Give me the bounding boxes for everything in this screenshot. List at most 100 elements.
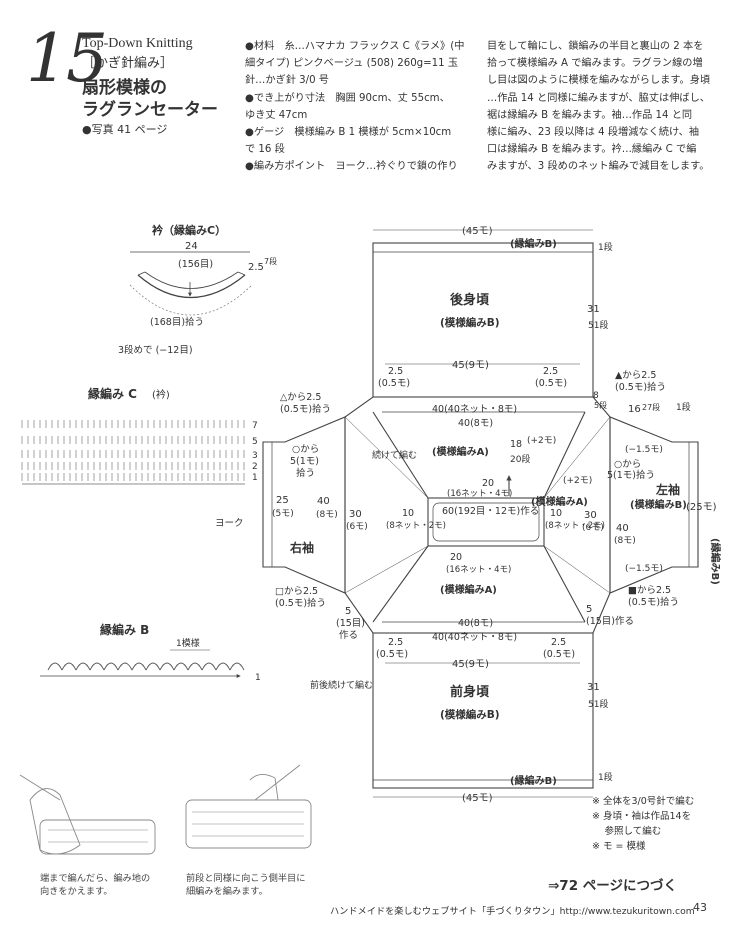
- title-english: Top-Down Knitting: [82, 36, 193, 51]
- left-sleeve-bottom-pick: ■から2.5: [628, 585, 671, 596]
- spec-line: 目をして輪にし、鎖編みの半目と裏山の 2 本を: [487, 41, 704, 52]
- front-bottom-width: (45モ): [462, 793, 493, 804]
- back-lower-width: 45(9モ): [452, 360, 489, 371]
- edging-b-chart: 縁編み B 1模様 1: [40, 622, 261, 683]
- footer-website[interactable]: ハンドメイドを楽しむウェブサイト「手づくりタウン」http://www.tezu…: [330, 906, 695, 917]
- collar-pickup: (168目)拾う: [150, 316, 204, 328]
- picot-mark: [61, 662, 77, 671]
- photo-reference: ●写真 41 ページ: [82, 123, 168, 136]
- right-sleeve-bottom-pick-2: (0.5モ)拾う: [275, 597, 326, 609]
- yoke-left-10: 10: [402, 508, 414, 519]
- num-16: 16: [628, 404, 641, 415]
- note-line: ※ 身頃・袖は作品14を: [592, 811, 692, 822]
- left-sleeve-w40: 40: [616, 523, 629, 534]
- front-side-left-m: (0.5モ): [376, 649, 408, 660]
- notes: ※ 全体を3/0号針で編む ※ 身頃・袖は作品14を 参照して編む ※ モ = …: [592, 794, 694, 854]
- page-number: 43: [693, 901, 707, 914]
- back-pickup-right-2: (0.5モ)拾う: [615, 381, 666, 393]
- note-line: 参照して編む: [592, 826, 662, 837]
- picot-mark: [117, 662, 133, 671]
- right-sleeve-made-2: (15目): [336, 618, 365, 629]
- right-sleeve-name: 右袖: [289, 540, 314, 555]
- picot-mark: [229, 662, 245, 671]
- spec-line: で 16 段: [245, 144, 285, 156]
- yoke: 40(40ネット・8モ) 40(8モ) (模様編みA) 続けて編む 20 (16…: [310, 404, 605, 691]
- yoke-plus2-a: (+2モ): [527, 436, 556, 446]
- right-sleeve-w30: 30: [349, 509, 362, 520]
- front-edge: (縁編みB): [510, 774, 557, 787]
- left-sleeve-pattern: (模様編みB): [630, 498, 687, 511]
- caption-line: 端まで編んだら、編み地の: [40, 873, 151, 884]
- spec-line: 細タイプ) ピンクベージュ (508) 260g=11 玉: [245, 58, 459, 70]
- hand-illustration-right: [185, 764, 312, 849]
- caption-line: 細編みを編みます。: [186, 886, 268, 897]
- continue-link[interactable]: ⇒72 ページにつづく: [548, 878, 678, 894]
- front-lower-width: 45(9モ): [452, 659, 489, 670]
- right-sleeve-w40m: (8モ): [316, 510, 338, 520]
- yoke-left-8n: (8ネット・2モ): [386, 521, 446, 531]
- left-sleeve: (−1.5モ) ○から 5(1モ)拾う 左袖 (模様編みB) 30 (6モ) 4…: [582, 445, 722, 627]
- yoke-height-20: 20段: [510, 453, 530, 465]
- left-sleeve-w30m: (6モ): [582, 523, 604, 533]
- caption-line: 前段と同様に向こう側半目に: [186, 873, 306, 884]
- num-27-rows: 27段: [642, 402, 660, 412]
- back-edge-rows: 1段: [598, 241, 613, 253]
- right-sleeve-from: ○から: [292, 444, 319, 455]
- edging-c-chart: 縁編み C (衿) 7 5 3 2 1 ヨーク: [21, 386, 258, 529]
- row-label: 7: [252, 421, 258, 431]
- yoke-top-line: 40(40ネット・8モ): [432, 404, 517, 415]
- front-pattern: (模様編みB): [440, 708, 500, 721]
- back-body: (45モ) (縁編みB) 1段 後身頃 (模様編みB) 31 51段 45(9モ…: [373, 226, 691, 415]
- left-sleeve-edge: (縁編みB): [709, 538, 722, 585]
- right-sleeve-five: 5(1モ): [290, 456, 319, 467]
- front-side-right: 2.5: [551, 637, 566, 648]
- one-pattern-label: 1模様: [176, 637, 200, 649]
- spec-line: ●編み方ポイント ヨーク…衿ぐりで鎖の作り: [245, 161, 458, 173]
- yoke-pattern-a-bottom: (模様編みA): [440, 583, 497, 596]
- front-body: 2.5 (0.5モ) 2.5 (0.5モ) 45(9モ) 前身頃 (模様編みB)…: [373, 637, 613, 804]
- note-line: ※ モ = 模様: [592, 841, 646, 852]
- yoke-bottom-line-2: 40(40ネット・8モ): [432, 632, 517, 643]
- spec-line: し目は図のように模様を編みながらします。身頃: [487, 75, 711, 87]
- spec-line: ●ゲージ 模様編み B 1 模様が 5cm×10cm: [245, 127, 452, 139]
- row-label: 5: [252, 437, 258, 447]
- left-sleeve-w40m: (8モ): [614, 536, 636, 546]
- back-pickup-right: ▲から2.5: [615, 370, 656, 381]
- picot-mark: [201, 662, 217, 671]
- picot-mark: [145, 662, 161, 671]
- caption-right: 前段と同様に向こう側半目に 細編みを編みます。: [186, 872, 311, 898]
- yoke-center: 60(192目・12モ)作る: [442, 505, 539, 517]
- right-sleeve-made-3: 作る: [339, 629, 358, 641]
- spec-line: 針…かぎ針 3/0 号: [245, 75, 329, 87]
- yoke-height-18: 18: [510, 439, 522, 450]
- front-edge-rows: 1段: [598, 771, 613, 783]
- yoke-right-8n: (8ネット・2モ): [545, 521, 605, 531]
- collar-diagram: 衿（縁編みC） 24 (156目) 2.5 7段 (168目)拾う 3段めで (…: [118, 223, 277, 356]
- left-sleeve-made: 5: [586, 604, 592, 615]
- num-8: 8: [593, 391, 599, 401]
- right-sleeve-width-m: (5モ): [272, 509, 294, 519]
- left-sleeve-made-2: (15目)作る: [586, 615, 634, 627]
- picot-mark: [75, 662, 91, 671]
- title-line-2: ラグランセーター: [82, 100, 218, 120]
- pattern-number: 15: [26, 20, 108, 97]
- row-label: 3: [252, 451, 258, 461]
- category-label: ［かぎ針編み］: [82, 56, 174, 71]
- hand-illustration-left: [19, 774, 156, 855]
- front-side-left: 2.5: [388, 637, 403, 648]
- yoke-pattern-a-top: (模様編みA): [432, 445, 489, 458]
- left-sleeve-cuff-width: (25モ): [686, 502, 717, 513]
- yoke-bottom-line: 40(8モ): [458, 618, 493, 629]
- front-name: 前身頃: [450, 684, 490, 700]
- spec-line: 様に編み、23 段以降は 4 段増減なく続け、袖: [487, 127, 700, 139]
- caption-left: 端まで編んだら、編み地の 向きをかえます。: [40, 872, 165, 898]
- front-length-rows: 51段: [588, 698, 608, 710]
- right-sleeve-top-pick-2: (0.5モ)拾う: [280, 403, 331, 415]
- spec-line: 拾って模様編み A で編みます。ラグラン線の増: [487, 58, 703, 70]
- front-side-right-m: (0.5モ): [543, 649, 575, 660]
- picot-mark: [173, 662, 189, 671]
- picot-mark: [103, 662, 119, 671]
- left-sleeve-minus-top: (−1.5モ): [625, 445, 663, 455]
- picot-mark: [187, 662, 203, 671]
